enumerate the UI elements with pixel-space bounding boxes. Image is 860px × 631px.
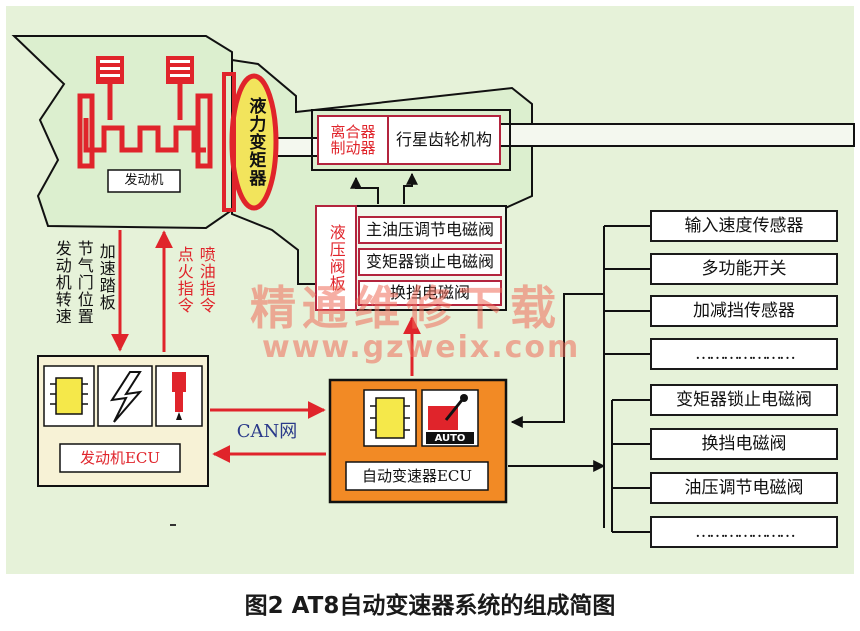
torque-converter-label: 液力变矩器: [245, 97, 266, 187]
valve-body-label: 液压阀板: [326, 224, 346, 292]
spark-icon: [109, 371, 143, 423]
engine-ecu-label: 发动机ECU: [79, 448, 161, 467]
sensor-input-speed: 输入速度传感器: [650, 210, 838, 242]
sensor-up-down-shift: 加减挡传感器: [650, 295, 838, 327]
valve-third: 换挡电磁阀: [358, 280, 502, 306]
arrow-valve-to-clutch: [350, 176, 379, 204]
planetary-box: [387, 115, 501, 165]
sensor-more: …………………: [650, 338, 838, 370]
injector-icon: [172, 372, 186, 420]
signal-throttle-label: 节气门位置: [74, 239, 94, 325]
valve-main-pressure: 主油压调节电磁阀: [358, 216, 502, 244]
output-shaft: [499, 123, 855, 147]
signal-injection-label: 喷油指令: [196, 246, 216, 314]
actuator-shift-valve: 换挡电磁阀: [650, 428, 838, 460]
tcu-chip-icon: [375, 397, 405, 439]
tcu-label: 自动变速器ECU: [361, 466, 473, 485]
actuator-bus: [611, 399, 650, 533]
arrow-sensors-to-tcu: [510, 293, 604, 428]
sensor-multifunction-switch: 多功能开关: [650, 253, 838, 285]
actuator-pressure-valve: 油压调节电磁阀: [650, 472, 838, 504]
planetary-label: 行星齿轮机构: [395, 130, 492, 150]
clutch-brake-label: 离合器 制动器: [330, 122, 376, 157]
engine-label-box: [107, 169, 181, 193]
can-label: CAN网: [236, 421, 298, 443]
figure-caption: 图2 AT8自动变速器系统的组成简图: [244, 593, 616, 619]
engine-label: 发动机: [124, 172, 164, 188]
signal-ignition-label: 点火指令: [174, 246, 194, 314]
sensor-bus: [603, 225, 650, 528]
auto-label: AUTO: [434, 432, 466, 444]
signal-pedal-label: 加速踏板: [96, 243, 116, 311]
actuator-more: …………………: [650, 516, 838, 548]
signal-rpm-label: 发动机转速: [52, 239, 72, 325]
engine-ecu-chip-icon: [55, 377, 83, 415]
actuator-converter-lock-valve: 变矩器锁止电磁阀: [650, 384, 838, 416]
valve-converter-lock: 变矩器锁止电磁阀: [358, 248, 502, 276]
